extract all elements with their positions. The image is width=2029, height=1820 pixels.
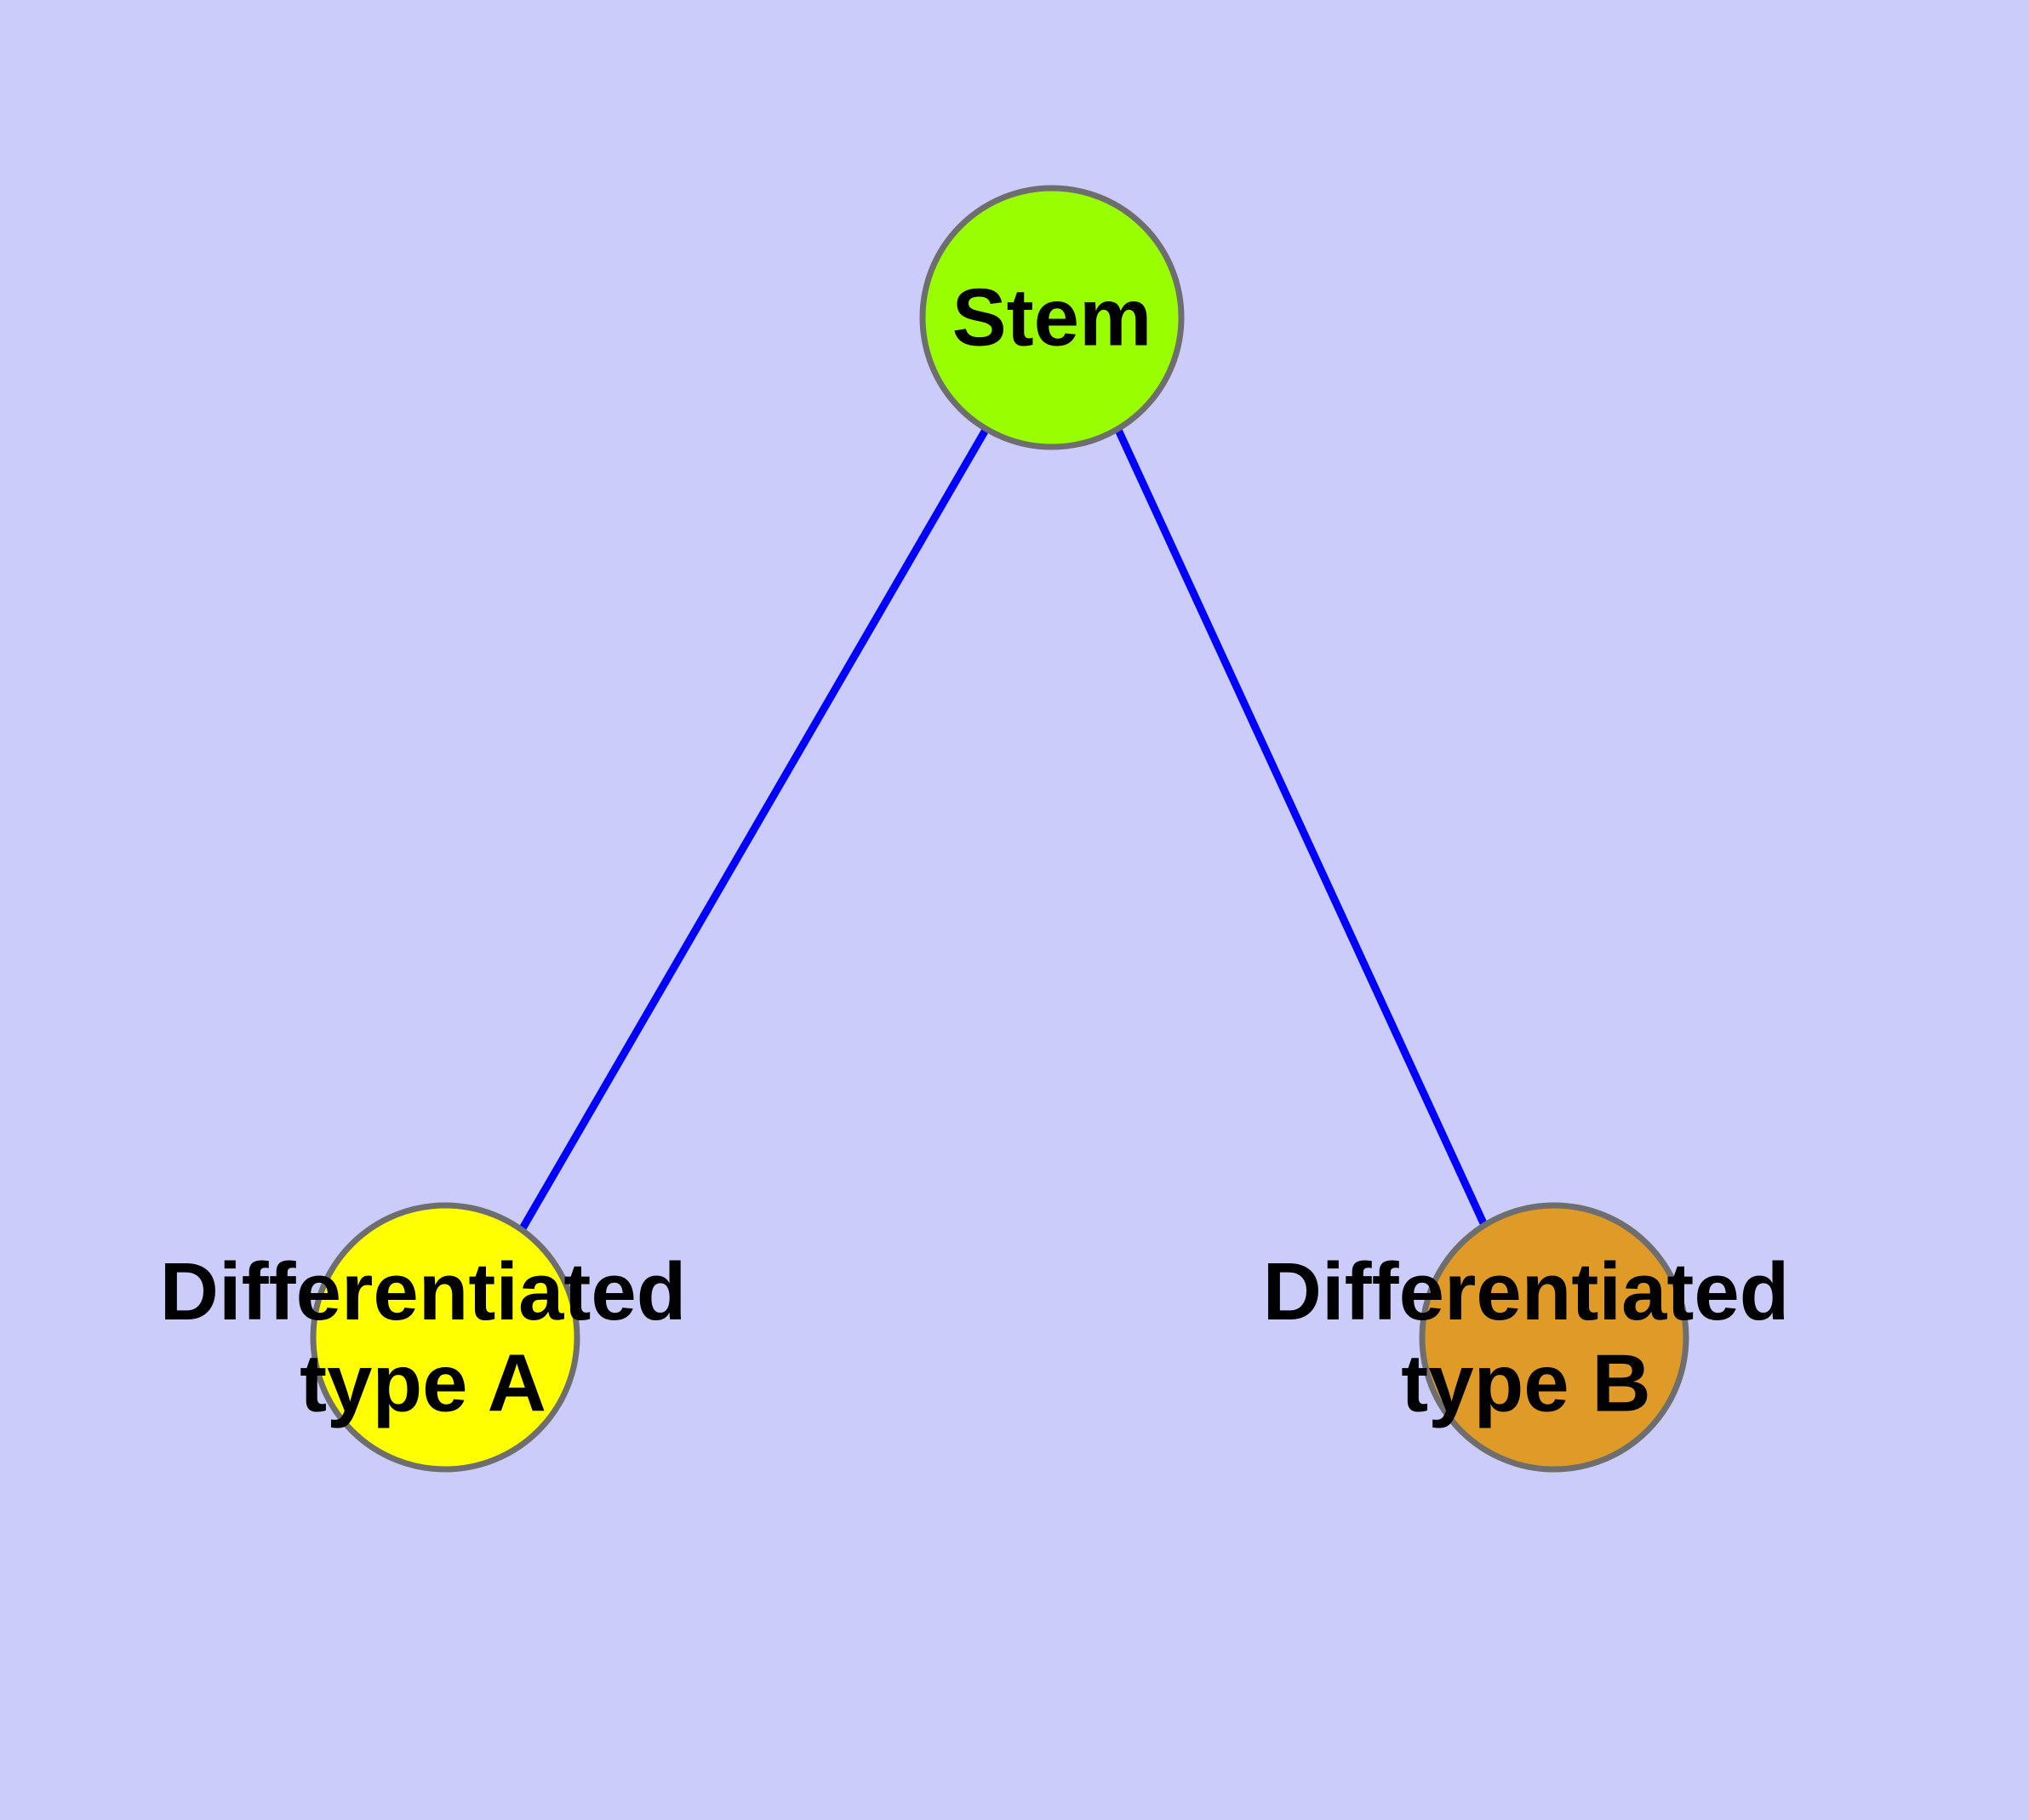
label-line: Stem [952, 272, 1152, 363]
node-differentiated-type-b-circle[interactable] [1419, 1202, 1689, 1473]
edge-stem-to-differentiated-type-b[interactable] [1114, 428, 1488, 1225]
node-stem-label: Stem [952, 272, 1152, 363]
label-line: Differentiated [160, 1246, 687, 1337]
label-line: type B [1401, 1337, 1650, 1428]
node-differentiated-type-a-circle[interactable] [310, 1202, 580, 1473]
edge-layer [519, 427, 1488, 1231]
node-layer [310, 185, 1689, 1473]
node-stem-circle[interactable] [919, 185, 1185, 450]
label-line: type A [300, 1337, 546, 1428]
edge-stem-to-differentiated-type-a[interactable] [519, 427, 989, 1231]
label-line: Differentiated [1263, 1246, 1790, 1337]
